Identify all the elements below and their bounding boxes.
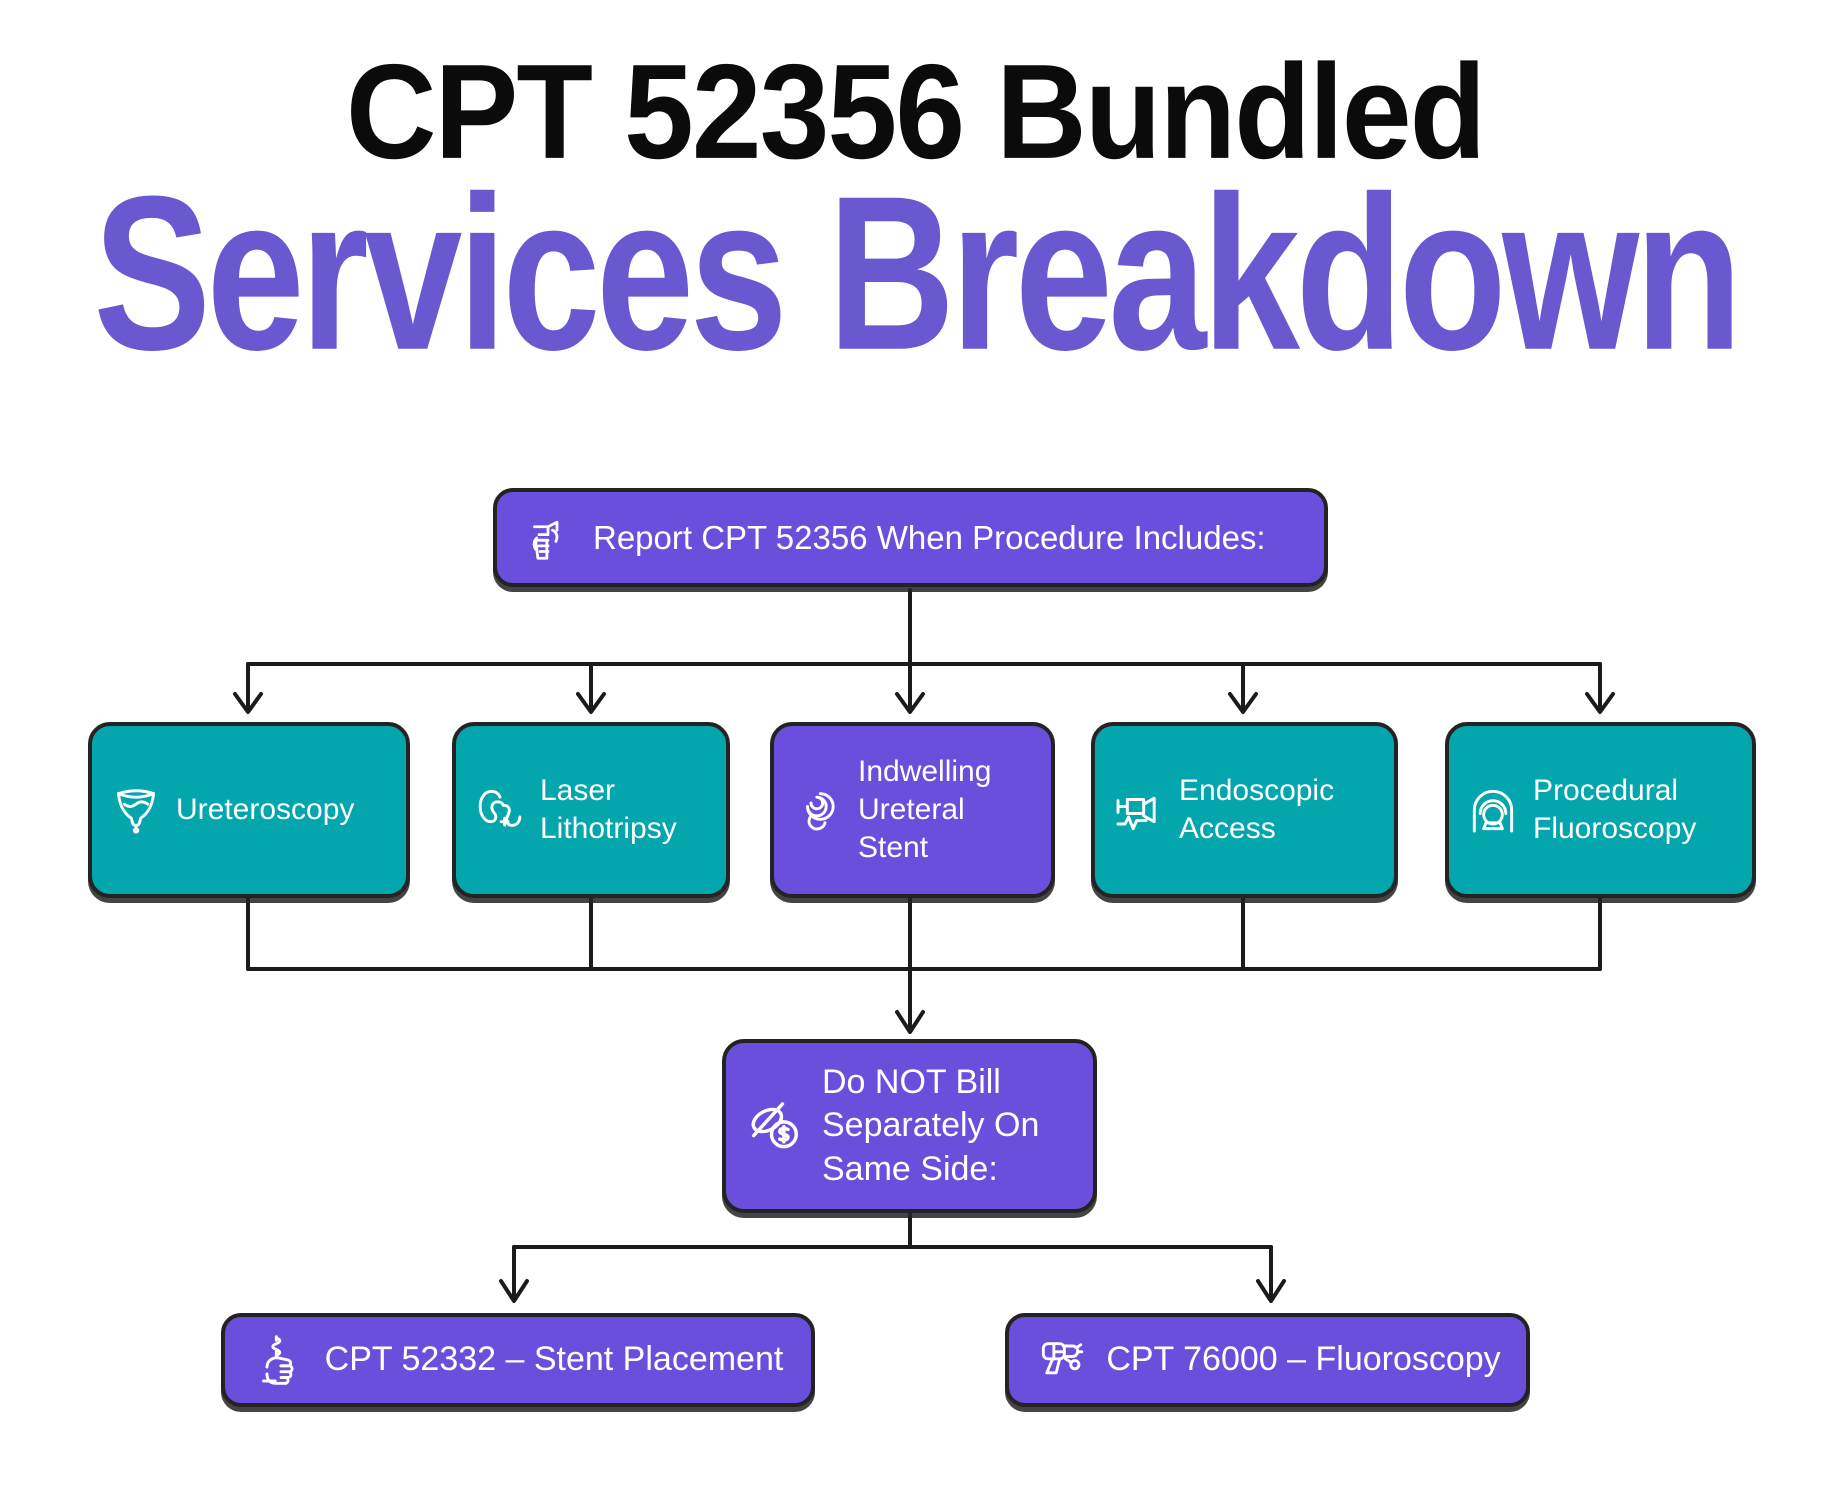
stent-coil-icon bbox=[790, 782, 846, 838]
service-box-label: Indwelling Ureteral Stent bbox=[858, 754, 992, 865]
excluded-box-label: CPT 76000 – Fluoroscopy bbox=[1106, 1340, 1501, 1379]
hand-writing-report-icon bbox=[521, 511, 575, 565]
arrowhead-service-2 bbox=[576, 692, 606, 714]
warning-box-label: Do NOT Bill Separately On Same Side: bbox=[822, 1063, 1040, 1188]
stent-placement-hand-icon bbox=[253, 1332, 309, 1388]
warning-box-do-not-bill: Do NOT Bill Separately On Same Side: bbox=[722, 1039, 1097, 1213]
arrowhead-excluded-2 bbox=[1256, 1279, 1286, 1303]
excluded-box-cpt-52332: CPT 52332 – Stent Placement bbox=[221, 1313, 815, 1407]
page-title-black: CPT 52356 Bundled bbox=[346, 36, 1486, 187]
page-title-purple: Services Breakdown bbox=[93, 150, 1742, 396]
service-box-label: Endoscopic Access bbox=[1179, 773, 1335, 845]
service-box-ureteroscopy: Ureteroscopy bbox=[88, 722, 410, 898]
c-arm-fluoroscopy-icon bbox=[1465, 782, 1521, 838]
service-box-label: Laser Lithotripsy bbox=[540, 773, 677, 845]
root-box-label: Report CPT 52356 When Procedure Includes… bbox=[593, 518, 1266, 556]
arrowhead-service-3 bbox=[895, 692, 925, 714]
ureteroscope-icon bbox=[108, 782, 164, 838]
service-box-endoscopic-access: Endoscopic Access bbox=[1091, 722, 1398, 898]
service-box-label: Procedural Fluoroscopy bbox=[1533, 773, 1697, 845]
arrowhead-service-4 bbox=[1228, 692, 1258, 714]
excluded-box-label: CPT 52332 – Stent Placement bbox=[324, 1340, 784, 1379]
page-title-row2: Services Breakdown bbox=[0, 151, 1831, 396]
xray-machine-icon bbox=[1034, 1332, 1090, 1388]
endoscope-icon bbox=[1111, 782, 1167, 838]
page-title-row1: CPT 52356 Bundled bbox=[0, 36, 1831, 187]
kidney-laser-icon bbox=[472, 782, 528, 838]
service-box-label: Ureteroscopy bbox=[176, 792, 355, 826]
no-billing-icon bbox=[744, 1093, 810, 1159]
service-box-laser-lithotripsy: Laser Lithotripsy bbox=[452, 722, 730, 898]
service-box-procedural-fluoroscopy: Procedural Fluoroscopy bbox=[1445, 722, 1756, 898]
excluded-box-cpt-76000: CPT 76000 – Fluoroscopy bbox=[1005, 1313, 1530, 1407]
arrowhead-excluded-1 bbox=[499, 1279, 529, 1303]
arrowhead-service-1 bbox=[233, 692, 263, 714]
arrowhead-warning bbox=[895, 1010, 925, 1034]
service-box-indwelling-ureteral-stent: Indwelling Ureteral Stent bbox=[770, 722, 1055, 898]
arrowhead-service-5 bbox=[1585, 692, 1615, 714]
root-box-report-cpt-52356: Report CPT 52356 When Procedure Includes… bbox=[493, 488, 1328, 587]
